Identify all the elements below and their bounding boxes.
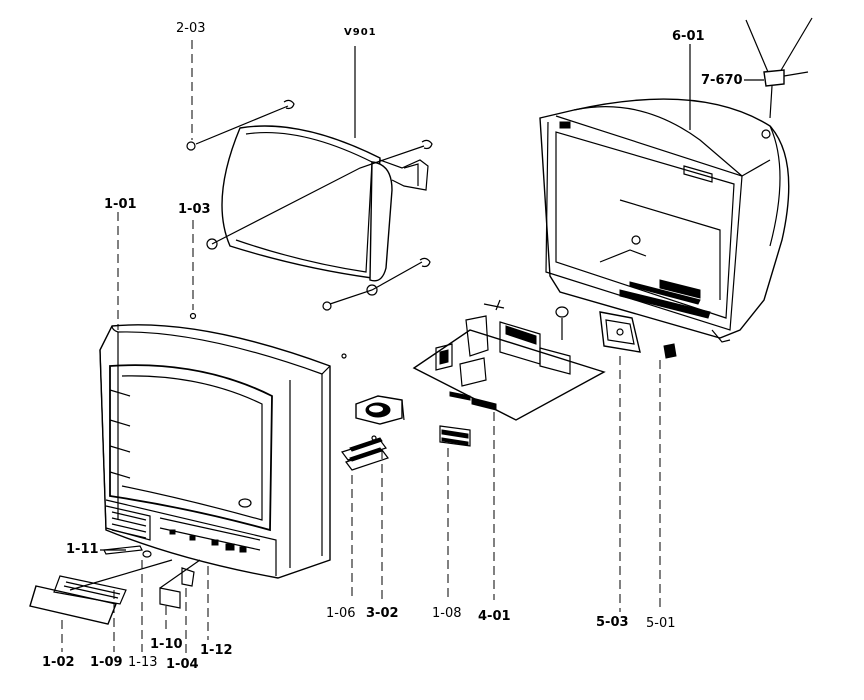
part-5-03: [599, 311, 641, 353]
back-cover-6-01: [539, 98, 790, 343]
front-cabinet-1-01: [99, 324, 347, 579]
label-1-13: 1-13: [128, 655, 158, 670]
part-5-01: [663, 343, 677, 359]
label-3-02: 3-02: [366, 606, 399, 621]
label-1-10: 1-10: [150, 637, 183, 652]
part-1-08: [439, 425, 471, 447]
label-4-01: 4-01: [478, 609, 511, 624]
antenna-7-670: [744, 17, 813, 119]
speaker-3-02: [341, 395, 405, 471]
label-1-03: 1-03: [178, 202, 211, 217]
label-5-03: 5-03: [596, 615, 629, 630]
label-1-12: 1-12: [200, 643, 233, 658]
label-2-03: 2-03: [176, 21, 206, 36]
label-1-08: 1-08: [432, 606, 462, 621]
label-5-01: 5-01: [646, 616, 676, 631]
label-7-670: 7-670: [701, 73, 743, 88]
label-v901: V901: [344, 27, 377, 38]
label-1-04: 1-04: [166, 657, 199, 672]
label-6-01: 6-01: [672, 29, 705, 44]
main-board-4-01: [412, 299, 606, 421]
label-1-01: 1-01: [104, 197, 137, 212]
label-1-02: 1-02: [42, 655, 75, 670]
control-parts: [29, 545, 201, 625]
label-1-11: 1-11: [66, 542, 99, 557]
label-1-06: 1-06: [326, 606, 356, 621]
label-1-09: 1-09: [90, 655, 123, 670]
picture-tube-v901: [186, 99, 433, 311]
